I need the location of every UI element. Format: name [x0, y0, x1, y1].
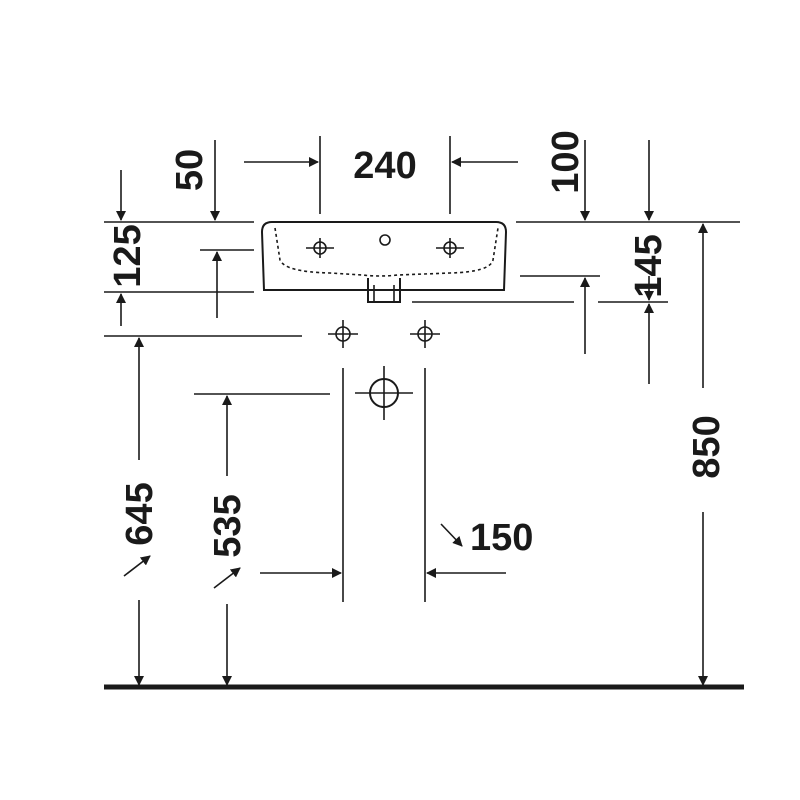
- dimension-535: 535: [207, 395, 249, 686]
- dimension-145-label: 145: [628, 234, 670, 297]
- supply-extension-lines: [342, 368, 426, 602]
- dimension-100: 100: [545, 130, 654, 221]
- dimension-535-label: 535: [207, 494, 249, 557]
- tap-hole-center-icon: [379, 234, 391, 246]
- dimension-850: 850: [686, 223, 728, 686]
- tap-hole-left-icon: [306, 238, 334, 258]
- basin-outline: [260, 221, 508, 303]
- dimension-150-label: 150: [470, 517, 533, 559]
- waste-outlet-icon: [355, 366, 413, 420]
- dimension-125-label: 125: [107, 224, 149, 287]
- dimension-50: 50: [169, 140, 220, 221]
- dimension-150: 150: [260, 517, 533, 578]
- dimension-100-label: 100: [545, 130, 587, 193]
- dimension-125: 125: [107, 170, 149, 326]
- water-supply-right-icon: [410, 320, 440, 348]
- dimension-645: 645: [119, 337, 161, 686]
- tap-hole-right-icon: [436, 238, 464, 258]
- water-supply-left-icon: [328, 320, 358, 348]
- dimension-240-label: 240: [353, 145, 416, 187]
- reference-lines-top: [104, 221, 740, 395]
- dimension-145: 145: [580, 234, 670, 384]
- dimension-850-label: 850: [686, 415, 728, 478]
- dimension-645-label: 645: [119, 482, 161, 545]
- dimension-240: 240: [244, 136, 518, 214]
- dimension-50-label: 50: [169, 149, 211, 191]
